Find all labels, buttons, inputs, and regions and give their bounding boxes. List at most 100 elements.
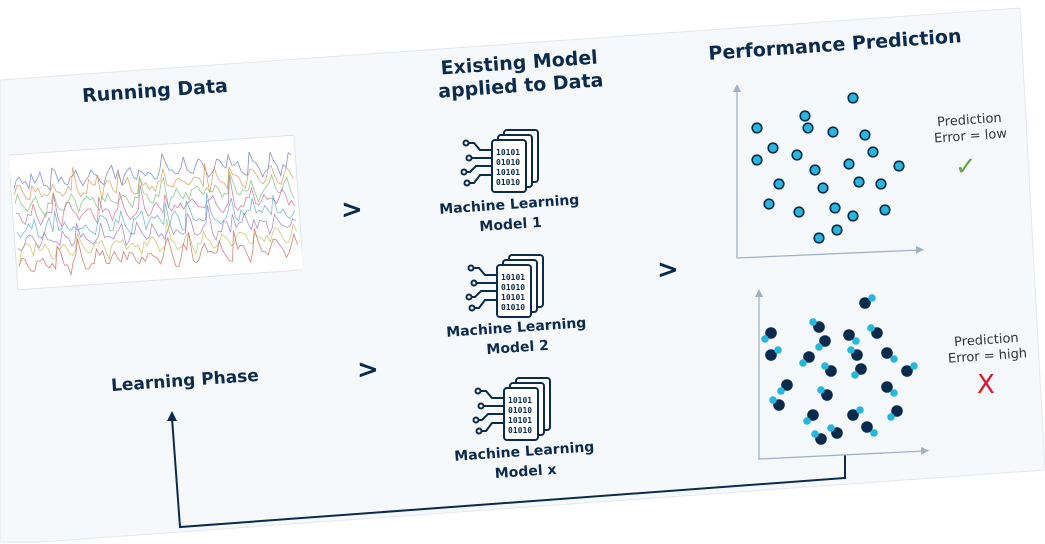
- scatter-point: [802, 122, 814, 134]
- scatter-point: [793, 206, 805, 218]
- scatter-point: [893, 160, 905, 172]
- y-axis-arrow: [733, 84, 741, 92]
- scatter-point: [813, 321, 825, 333]
- scatter-point: [773, 399, 785, 411]
- scatter-point: [765, 327, 777, 339]
- scatter-point: [843, 329, 855, 341]
- svg-text:10101: 10101: [501, 293, 525, 302]
- scatter-point-prediction: [769, 396, 777, 404]
- scatter-point-prediction: [803, 417, 811, 425]
- scatter-point: [827, 126, 839, 138]
- scatter-point-prediction: [761, 335, 769, 343]
- scatter-point: [891, 405, 903, 417]
- svg-text:10101: 10101: [496, 168, 520, 177]
- cross-icon: X: [977, 370, 995, 400]
- scatter-point: [819, 335, 831, 347]
- scatter-point-prediction: [777, 387, 785, 395]
- arrow-chevron-3: >: [357, 355, 379, 385]
- scatter-point: [817, 182, 829, 194]
- scatter-point-prediction: [847, 346, 855, 354]
- scatter-point-prediction: [910, 362, 918, 370]
- time-series-line: [13, 151, 292, 191]
- scatter-point: [847, 210, 859, 222]
- scatter-point-prediction: [827, 424, 835, 432]
- scatter-point-prediction: [890, 389, 898, 397]
- scatter-point: [881, 381, 893, 393]
- scatter-point: [867, 146, 879, 158]
- y-axis-arrow: [755, 289, 763, 297]
- scatter-point: [807, 409, 819, 421]
- svg-text:10101: 10101: [496, 148, 520, 157]
- scatter-point: [825, 365, 837, 377]
- scatter-point: [821, 389, 833, 401]
- check-icon: ✓: [955, 152, 977, 182]
- scatter-point: [815, 433, 827, 445]
- scatter-point: [763, 198, 775, 210]
- scatter-point: [813, 232, 825, 244]
- scatter-point-prediction: [887, 413, 895, 421]
- scatter-point-prediction: [852, 337, 860, 345]
- scatter-plot-high-error: [755, 289, 929, 460]
- scatter-point: [861, 421, 873, 433]
- scatter-point: [803, 351, 815, 363]
- scatter-point-prediction: [817, 386, 825, 394]
- scatter-point: [871, 327, 883, 339]
- scatter-point-prediction: [774, 346, 782, 354]
- scatter-point: [765, 349, 777, 361]
- scatter-point: [879, 204, 891, 216]
- svg-text:10101: 10101: [501, 273, 525, 282]
- time-series-line: [15, 175, 296, 228]
- scatter-point-prediction: [809, 318, 817, 326]
- svg-text:01010: 01010: [501, 303, 525, 312]
- svg-text:01010: 01010: [496, 158, 520, 167]
- scatter-point: [859, 297, 871, 309]
- time-series-line: [14, 163, 294, 201]
- arrow-chevron-2: >: [657, 255, 679, 285]
- scatter-plot-low-error: [733, 84, 924, 259]
- scatter-point: [847, 92, 859, 104]
- svg-text:10101: 10101: [508, 416, 532, 425]
- scatter-point: [859, 129, 871, 141]
- time-series-line: [18, 228, 298, 277]
- running-data-chart: [10, 134, 302, 291]
- scatter-point: [851, 349, 863, 361]
- scatter-point: [853, 176, 865, 188]
- scatter-point-prediction: [821, 362, 829, 370]
- plot-axes: [736, 88, 921, 259]
- scatter-point: [767, 142, 779, 154]
- svg-text:10101: 10101: [508, 396, 532, 405]
- scatter-point: [881, 347, 893, 359]
- scatter-point: [799, 110, 811, 122]
- scatter-point: [791, 149, 803, 161]
- x-axis-arrow: [921, 447, 929, 455]
- time-series-line: [16, 192, 296, 239]
- time-series-line: [17, 204, 297, 252]
- scatter-point-prediction: [868, 294, 876, 302]
- scatter-point-prediction: [890, 355, 898, 363]
- scatter-point-prediction: [856, 406, 864, 414]
- scatter-point: [843, 158, 855, 170]
- scatter-point: [855, 363, 867, 375]
- scatter-point: [831, 224, 843, 236]
- scatter-point-prediction: [815, 343, 823, 351]
- time-series-line: [14, 171, 295, 218]
- plot-axes: [758, 293, 926, 460]
- svg-text:01010: 01010: [496, 178, 520, 187]
- scatter-point: [875, 178, 887, 190]
- scatter-point: [847, 409, 859, 421]
- scatter-point-prediction: [799, 359, 807, 367]
- scatter-point: [751, 122, 763, 134]
- scatter-point: [829, 202, 841, 214]
- scatter-point: [901, 365, 913, 377]
- time-series-line: [19, 218, 297, 267]
- scatter-point: [773, 178, 785, 190]
- scatter-point-prediction: [811, 430, 819, 438]
- arrow-chevron-1: >: [341, 195, 363, 225]
- scatter-point-prediction: [870, 429, 878, 437]
- svg-text:01010: 01010: [501, 283, 525, 292]
- scatter-point: [809, 164, 821, 176]
